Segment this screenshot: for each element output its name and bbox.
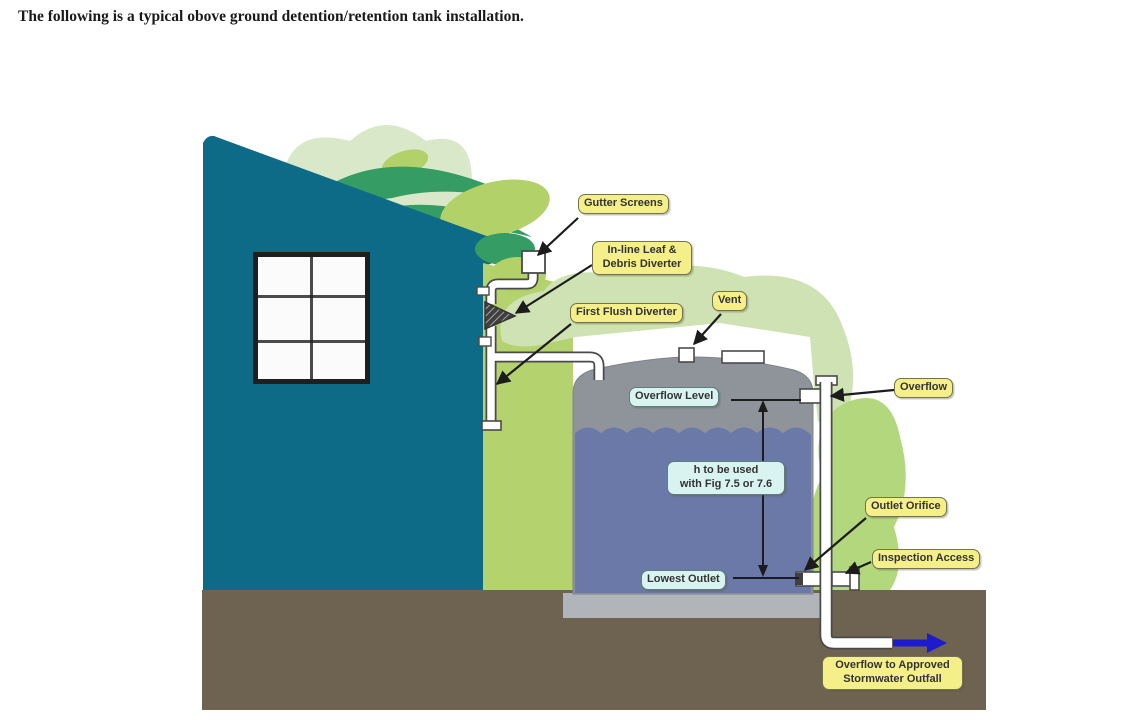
palm-frond bbox=[335, 166, 528, 203]
hedge-strip bbox=[483, 263, 573, 590]
label-first-flush-diverter: First Flush Diverter bbox=[570, 303, 683, 323]
label-inspection-access: Inspection Access bbox=[872, 549, 981, 569]
tank-water bbox=[575, 427, 811, 593]
label-overflow: Overflow bbox=[894, 378, 954, 398]
page-title: The following is a typical obove ground … bbox=[18, 8, 524, 25]
tank-pad bbox=[563, 593, 827, 618]
house-window bbox=[253, 252, 370, 384]
label-lowest-outlet: Lowest Outlet bbox=[641, 570, 726, 590]
wall-bracket bbox=[476, 286, 490, 296]
leaf-debris-diverter bbox=[484, 300, 517, 331]
wall-bracket bbox=[478, 336, 492, 347]
yellow-leaf-large bbox=[440, 179, 550, 239]
shrub bbox=[475, 233, 535, 265]
label-overflow-level: Overflow Level bbox=[629, 387, 720, 407]
first-flush-cap bbox=[481, 420, 502, 431]
vent-stub bbox=[678, 347, 695, 363]
label-h-dimension-note: h to be used with Fig 7.5 or 7.6 bbox=[667, 461, 785, 495]
dim-arrow-down bbox=[758, 565, 768, 577]
dim-arrow-up bbox=[758, 400, 768, 412]
label-gutter-screens: Gutter Screens bbox=[578, 194, 669, 214]
label-overflow-outfall: Overflow to Approved Stormwater Outfall bbox=[822, 656, 963, 690]
flow-arrow bbox=[893, 633, 947, 653]
label-outlet-orifice: Outlet Orifice bbox=[865, 497, 947, 517]
label-inline-leaf-debris-diverter: In-line Leaf & Debris Diverter bbox=[592, 241, 692, 275]
overflow-outlet-stub bbox=[799, 388, 823, 404]
gutter-box bbox=[521, 250, 546, 274]
label-vent: Vent bbox=[712, 291, 748, 311]
access-hatch bbox=[721, 350, 765, 364]
diagram-canvas bbox=[202, 125, 986, 710]
pipework bbox=[485, 273, 892, 650]
callout-arrows bbox=[495, 217, 895, 575]
tank-installation-diagram: Gutter Screens In-line Leaf & Debris Div… bbox=[200, 85, 988, 710]
